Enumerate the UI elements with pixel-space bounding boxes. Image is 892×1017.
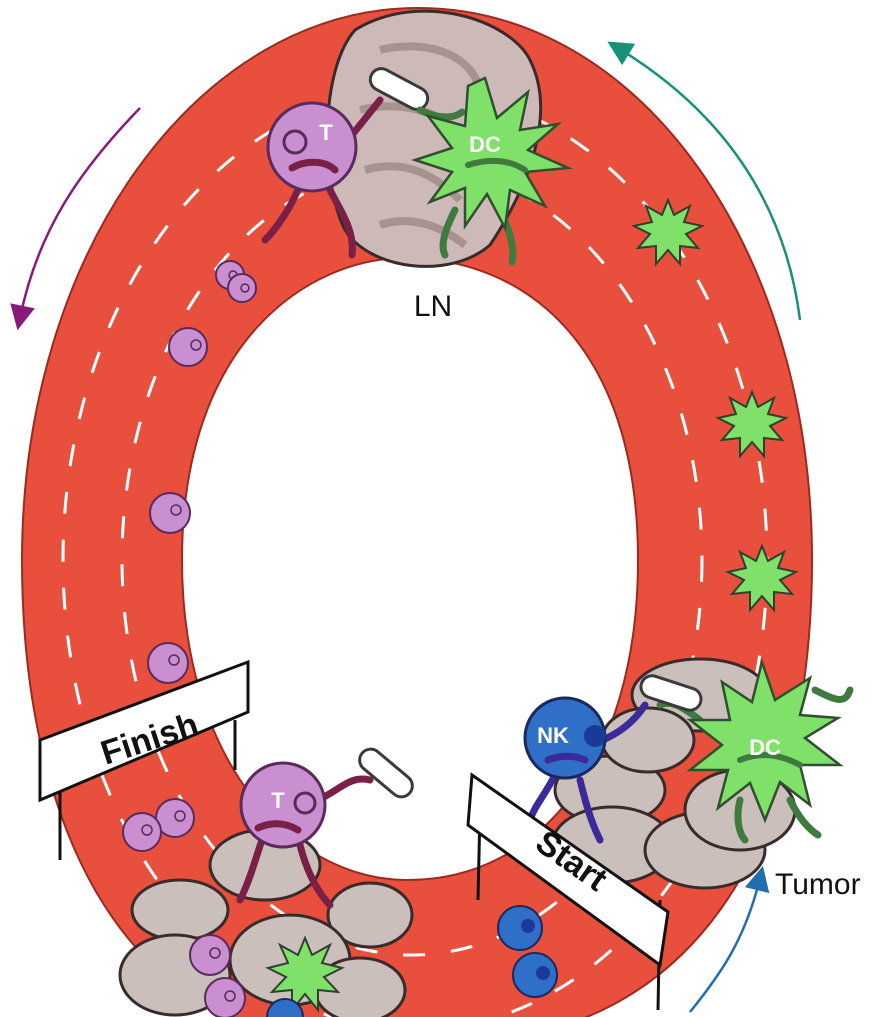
nk-cells-small — [266, 905, 558, 1017]
lymph-node-label: LN — [414, 290, 452, 323]
antigen-star — [715, 389, 789, 459]
t-cells-in-tumor — [189, 934, 246, 1017]
t-cell-small — [122, 812, 162, 852]
t-cell-small — [227, 273, 257, 303]
dendritic-cell-tumor: DC — [656, 657, 854, 844]
nk-cell-small — [266, 998, 304, 1017]
t-cell-small — [168, 327, 208, 367]
antigen-star — [725, 543, 799, 613]
arrow-blue — [689, 865, 770, 1013]
dc-label-tumor: DC — [749, 735, 781, 760]
baton-tumor — [639, 674, 703, 712]
antigen-star-bottom — [265, 935, 345, 1013]
nk-cell-label: NK — [537, 723, 569, 748]
t-cell-small — [155, 798, 195, 838]
t-cell-label: T — [319, 120, 333, 145]
t-cell-tumor: T — [236, 747, 414, 909]
t-cell-small — [147, 642, 189, 684]
tumor-antigens — [631, 197, 799, 613]
baton-lymph-node — [368, 67, 430, 111]
t-cell-small — [204, 977, 246, 1017]
arrow-purple — [10, 107, 141, 331]
inner-lane-dashes — [120, 163, 704, 957]
migrating-t-cells — [122, 260, 257, 852]
t-cell-small — [149, 492, 191, 534]
antigen-star — [631, 197, 705, 267]
nk-cell-small — [497, 905, 543, 951]
t-cell-lymph-node: T — [261, 96, 384, 259]
arrow-teal — [607, 41, 802, 321]
dc-label-lymph-node: DC — [469, 132, 501, 157]
nk-cell-small — [512, 952, 558, 998]
tumor-label: Tumor — [775, 868, 861, 901]
dendritic-cell-lymph-node: DC — [410, 76, 573, 266]
t-cell-small — [189, 934, 231, 976]
t-cell-label-tumor: T — [271, 788, 285, 813]
